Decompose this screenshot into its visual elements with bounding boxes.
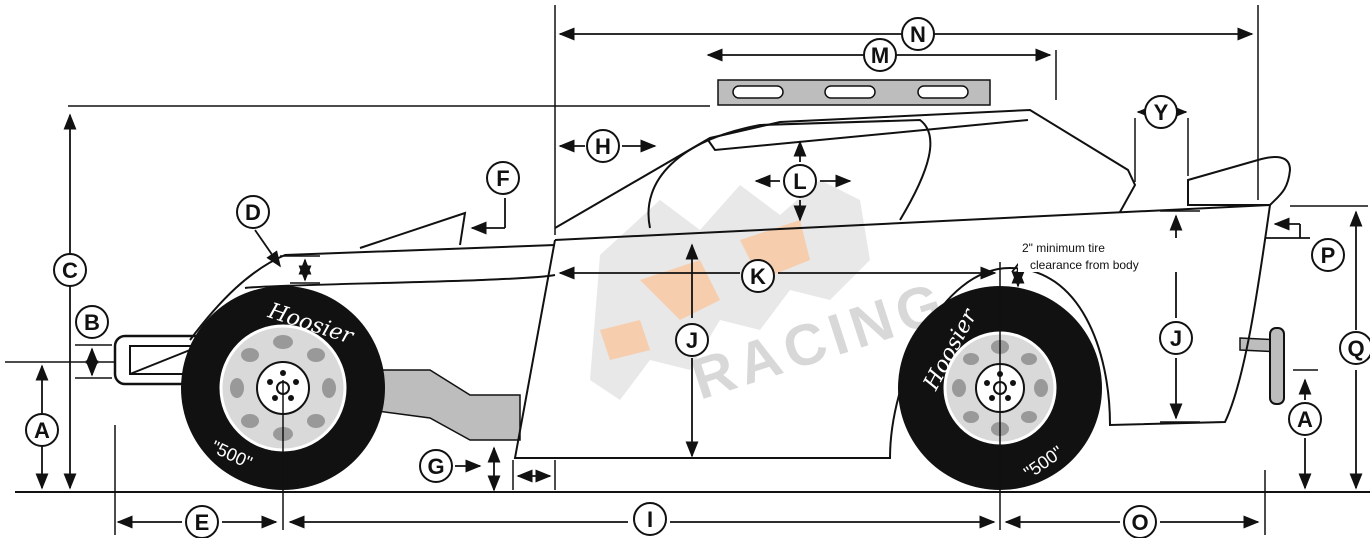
label-e: E (185, 505, 219, 539)
label-g: G (419, 449, 453, 483)
label-a-front: A (25, 413, 59, 447)
note-line-1: 2" minimum tire (1022, 241, 1105, 255)
label-n: N (901, 17, 935, 51)
label-i: I (633, 502, 667, 536)
label-m: M (863, 38, 897, 72)
note-line-2: clearance from body (1030, 258, 1139, 272)
svg-text:D: D (245, 200, 261, 225)
reference-lines (5, 5, 1368, 535)
label-l: L (783, 164, 817, 198)
label-f: F (486, 161, 520, 195)
svg-text:A: A (1297, 407, 1313, 432)
svg-text:B: B (84, 310, 100, 335)
svg-text:Y: Y (1154, 100, 1169, 125)
svg-text:A: A (34, 418, 50, 443)
svg-text:P: P (1321, 243, 1336, 268)
svg-text:H: H (595, 134, 611, 159)
label-o: O (1123, 505, 1157, 539)
label-b: B (75, 305, 109, 339)
svg-text:K: K (750, 264, 766, 289)
label-k: K (741, 259, 775, 293)
label-q: Q (1339, 331, 1370, 365)
label-p: P (1311, 238, 1345, 272)
svg-text:N: N (910, 22, 926, 47)
label-j-rear: J (1159, 321, 1193, 355)
svg-text:J: J (1170, 326, 1182, 351)
dimension-labels: N M H F D C B A E I O G K J J L Y P Q A (25, 17, 1370, 539)
svg-text:J: J (686, 328, 698, 353)
label-h: H (586, 129, 620, 163)
svg-text:O: O (1131, 510, 1148, 535)
label-j-front: J (675, 323, 709, 357)
label-y: Y (1144, 95, 1178, 129)
svg-text:C: C (62, 258, 78, 283)
svg-text:M: M (871, 43, 889, 68)
label-d: D (236, 195, 270, 229)
svg-text:F: F (496, 166, 509, 191)
svg-text:G: G (427, 454, 444, 479)
rear-bumper (1269, 327, 1285, 405)
tire-clearance-note: 2" minimum tire clearance from body (1018, 238, 1178, 272)
label-a-rear: A (1288, 402, 1322, 436)
svg-text:I: I (647, 507, 653, 532)
svg-text:E: E (195, 510, 210, 535)
roof-wing (717, 79, 991, 106)
label-c: C (53, 253, 87, 287)
svg-text:L: L (793, 169, 806, 194)
svg-text:Q: Q (1347, 336, 1364, 361)
